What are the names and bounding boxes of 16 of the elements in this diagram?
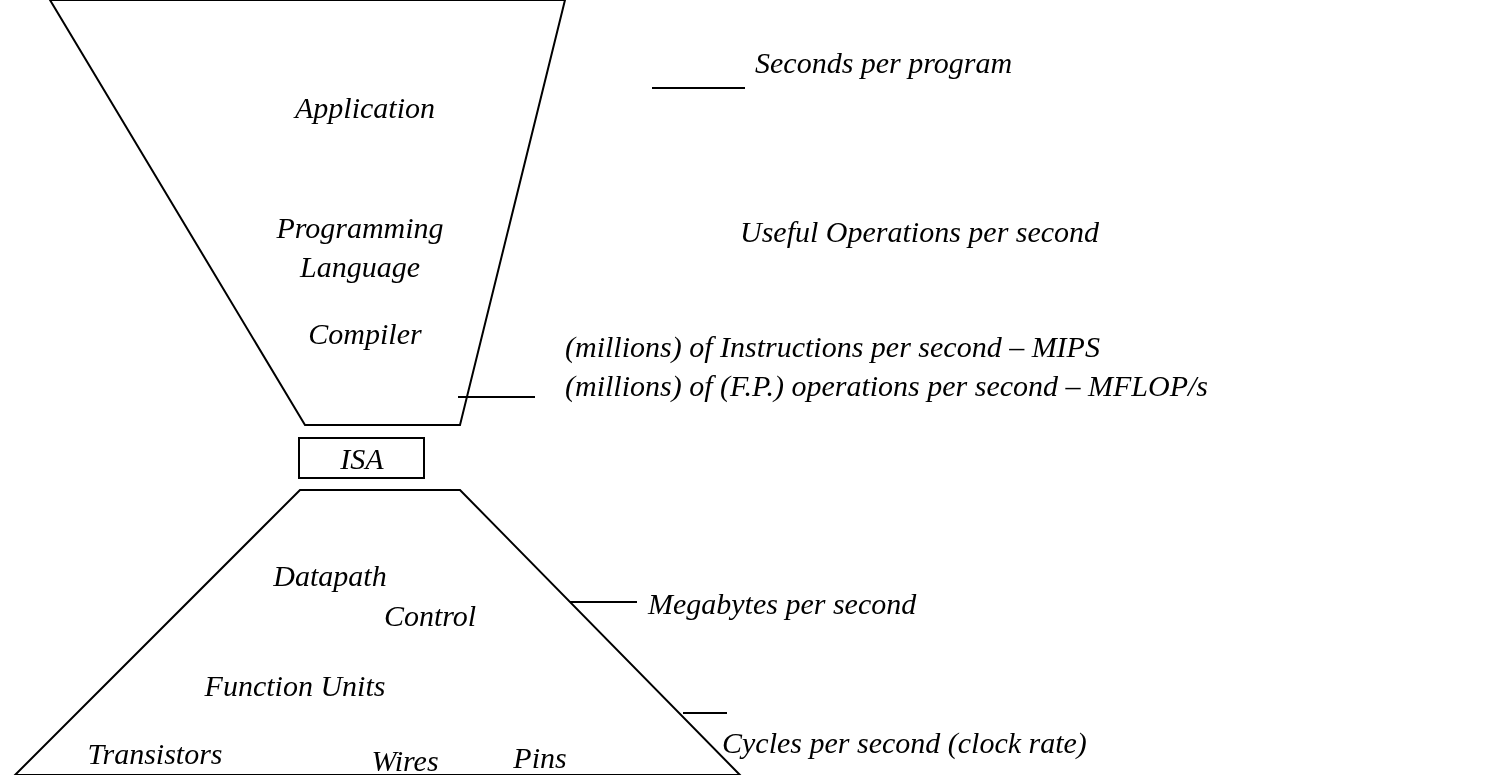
metric-label: (millions) of Instructions per second – MIPS [565, 330, 1100, 364]
layer-label: Compiler [308, 315, 422, 352]
layer-label: Programming Language [275, 210, 445, 285]
layer-label: Transistors [87, 735, 223, 772]
layer-label: Function Units [204, 667, 386, 704]
layer-label: ISA [340, 440, 384, 477]
layer-label: Pins [513, 739, 567, 775]
metric-label: Seconds per program [755, 46, 1013, 80]
metric-label: (millions) of (F.P.) operations per second – MFLOP/s [565, 369, 1209, 403]
layer-label: Datapath [273, 557, 387, 594]
layer-label: Application [295, 89, 435, 126]
metric-label: Cycles per second (clock rate) [722, 726, 1087, 760]
metric-label: Megabytes per second [648, 587, 917, 621]
metric-label: Useful Operations per second [740, 215, 1100, 249]
layer-label: Wires [371, 742, 439, 775]
layer-label: Control [383, 597, 477, 634]
